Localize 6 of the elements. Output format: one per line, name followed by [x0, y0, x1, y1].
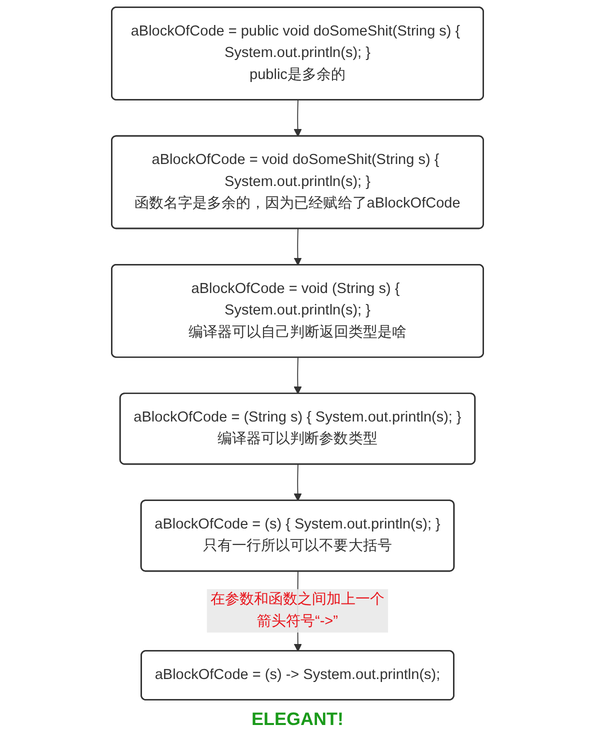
arrow: [294, 228, 302, 266]
edge-label: 在参数和函数之间加上一个箭头符号“->”: [210, 592, 385, 630]
arrow: [294, 100, 302, 137]
arrow: [294, 357, 302, 394]
beside-text: ELEGANT!: [252, 709, 344, 730]
arrow: [294, 464, 302, 502]
